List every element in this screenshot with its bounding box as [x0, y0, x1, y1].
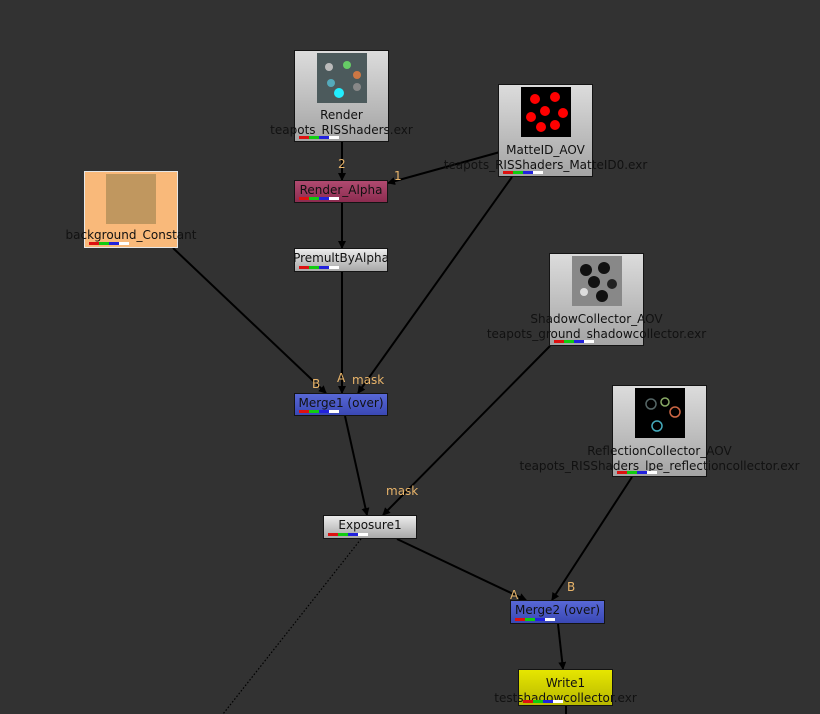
- node-background-constant[interactable]: background_Constant: [66, 171, 196, 248]
- node-render-name: Render: [320, 108, 363, 122]
- edge-exposure-dotted: [222, 538, 362, 714]
- channel-indicator: [299, 136, 339, 139]
- edge-matteid-to-merge1-mask: [357, 176, 513, 394]
- channel-indicator: [89, 242, 129, 245]
- node-render[interactable]: Render teapots_RISShaders.exr: [270, 50, 413, 142]
- node-shadow-collector[interactable]: ShadowCollector_AOV teapots_ground_shado…: [487, 253, 706, 346]
- node-merge2[interactable]: Merge2 (over): [510, 600, 605, 624]
- node-merge1-name: Merge1 (over): [298, 396, 384, 410]
- input-label-merge1-b: B: [312, 377, 321, 391]
- shadow-thumbnail: [571, 256, 622, 306]
- node-premult-name: PremultByAlpha: [293, 251, 389, 265]
- edge-matteid-to-render-alpha: [387, 151, 501, 185]
- channel-indicator: [299, 410, 339, 413]
- node-write[interactable]: Write1 testshadowcollector.exr: [494, 669, 637, 706]
- channel-indicator: [328, 533, 368, 536]
- node-premult[interactable]: PremultByAlpha: [293, 248, 389, 272]
- matteid-thumbnail: [520, 87, 571, 137]
- input-label-merge2-a: A: [510, 588, 519, 602]
- edge-merge1-to-exposure: [344, 415, 370, 516]
- node-write-name: Write1: [545, 676, 586, 690]
- node-merge1[interactable]: Merge1 (over): [294, 393, 388, 416]
- channel-indicator: [554, 340, 594, 343]
- channel-indicator: [299, 197, 339, 200]
- channel-indicator: [617, 471, 657, 474]
- edge-exposure-to-merge2: [396, 538, 527, 601]
- node-reflection-file: teapots_RISShaders_lpe_reflectioncollect…: [519, 459, 800, 473]
- channel-indicator: [299, 266, 339, 269]
- node-merge2-name: Merge2 (over): [514, 603, 601, 617]
- node-matteid-name: MatteID_AOV: [506, 143, 585, 157]
- node-matteid[interactable]: MatteID_AOV teapots_RISShaders_MatteID0.…: [444, 84, 647, 177]
- reflection-thumbnail: [634, 388, 685, 438]
- render-thumbnail: [316, 53, 367, 103]
- node-reflection-name: ReflectionCollector_AOV: [587, 444, 732, 458]
- input-label-merge1-a: A: [337, 371, 346, 385]
- node-render-file: teapots_RISShaders.exr: [270, 123, 413, 137]
- node-reflection-collector[interactable]: ReflectionCollector_AOV teapots_RISShade…: [519, 385, 800, 477]
- input-label-merge2-b: B: [567, 580, 576, 594]
- channel-indicator: [515, 618, 555, 621]
- constant-swatch: [106, 174, 156, 224]
- edge-background-to-merge1: [172, 247, 327, 394]
- channel-indicator: [523, 700, 563, 703]
- input-label-render-alpha-2: 2: [338, 157, 346, 171]
- node-exposure[interactable]: Exposure1: [323, 515, 417, 539]
- node-matteid-file: teapots_RISShaders_MatteID0.exr: [443, 158, 648, 172]
- input-label-merge1-mask: mask: [352, 373, 385, 387]
- node-shadow-file: teapots_ground_shadowcollector.exr: [486, 327, 707, 341]
- node-shadow-name: ShadowCollector_AOV: [530, 312, 663, 326]
- edge-merge2-to-write: [557, 623, 567, 670]
- node-render-alpha[interactable]: Render_Alpha: [294, 180, 388, 203]
- node-render-alpha-name: Render_Alpha: [299, 183, 383, 197]
- input-label-render-alpha-1: 1: [394, 169, 402, 183]
- node-write-file: testshadowcollector.exr: [494, 691, 637, 705]
- node-background-name: background_Constant: [65, 228, 197, 242]
- edge-shadow-to-exposure-mask: [382, 345, 551, 516]
- channel-indicator: [503, 171, 543, 174]
- node-exposure-name: Exposure1: [338, 518, 402, 532]
- input-label-exposure-mask: mask: [386, 484, 419, 498]
- edge-reflection-to-merge2: [551, 476, 633, 601]
